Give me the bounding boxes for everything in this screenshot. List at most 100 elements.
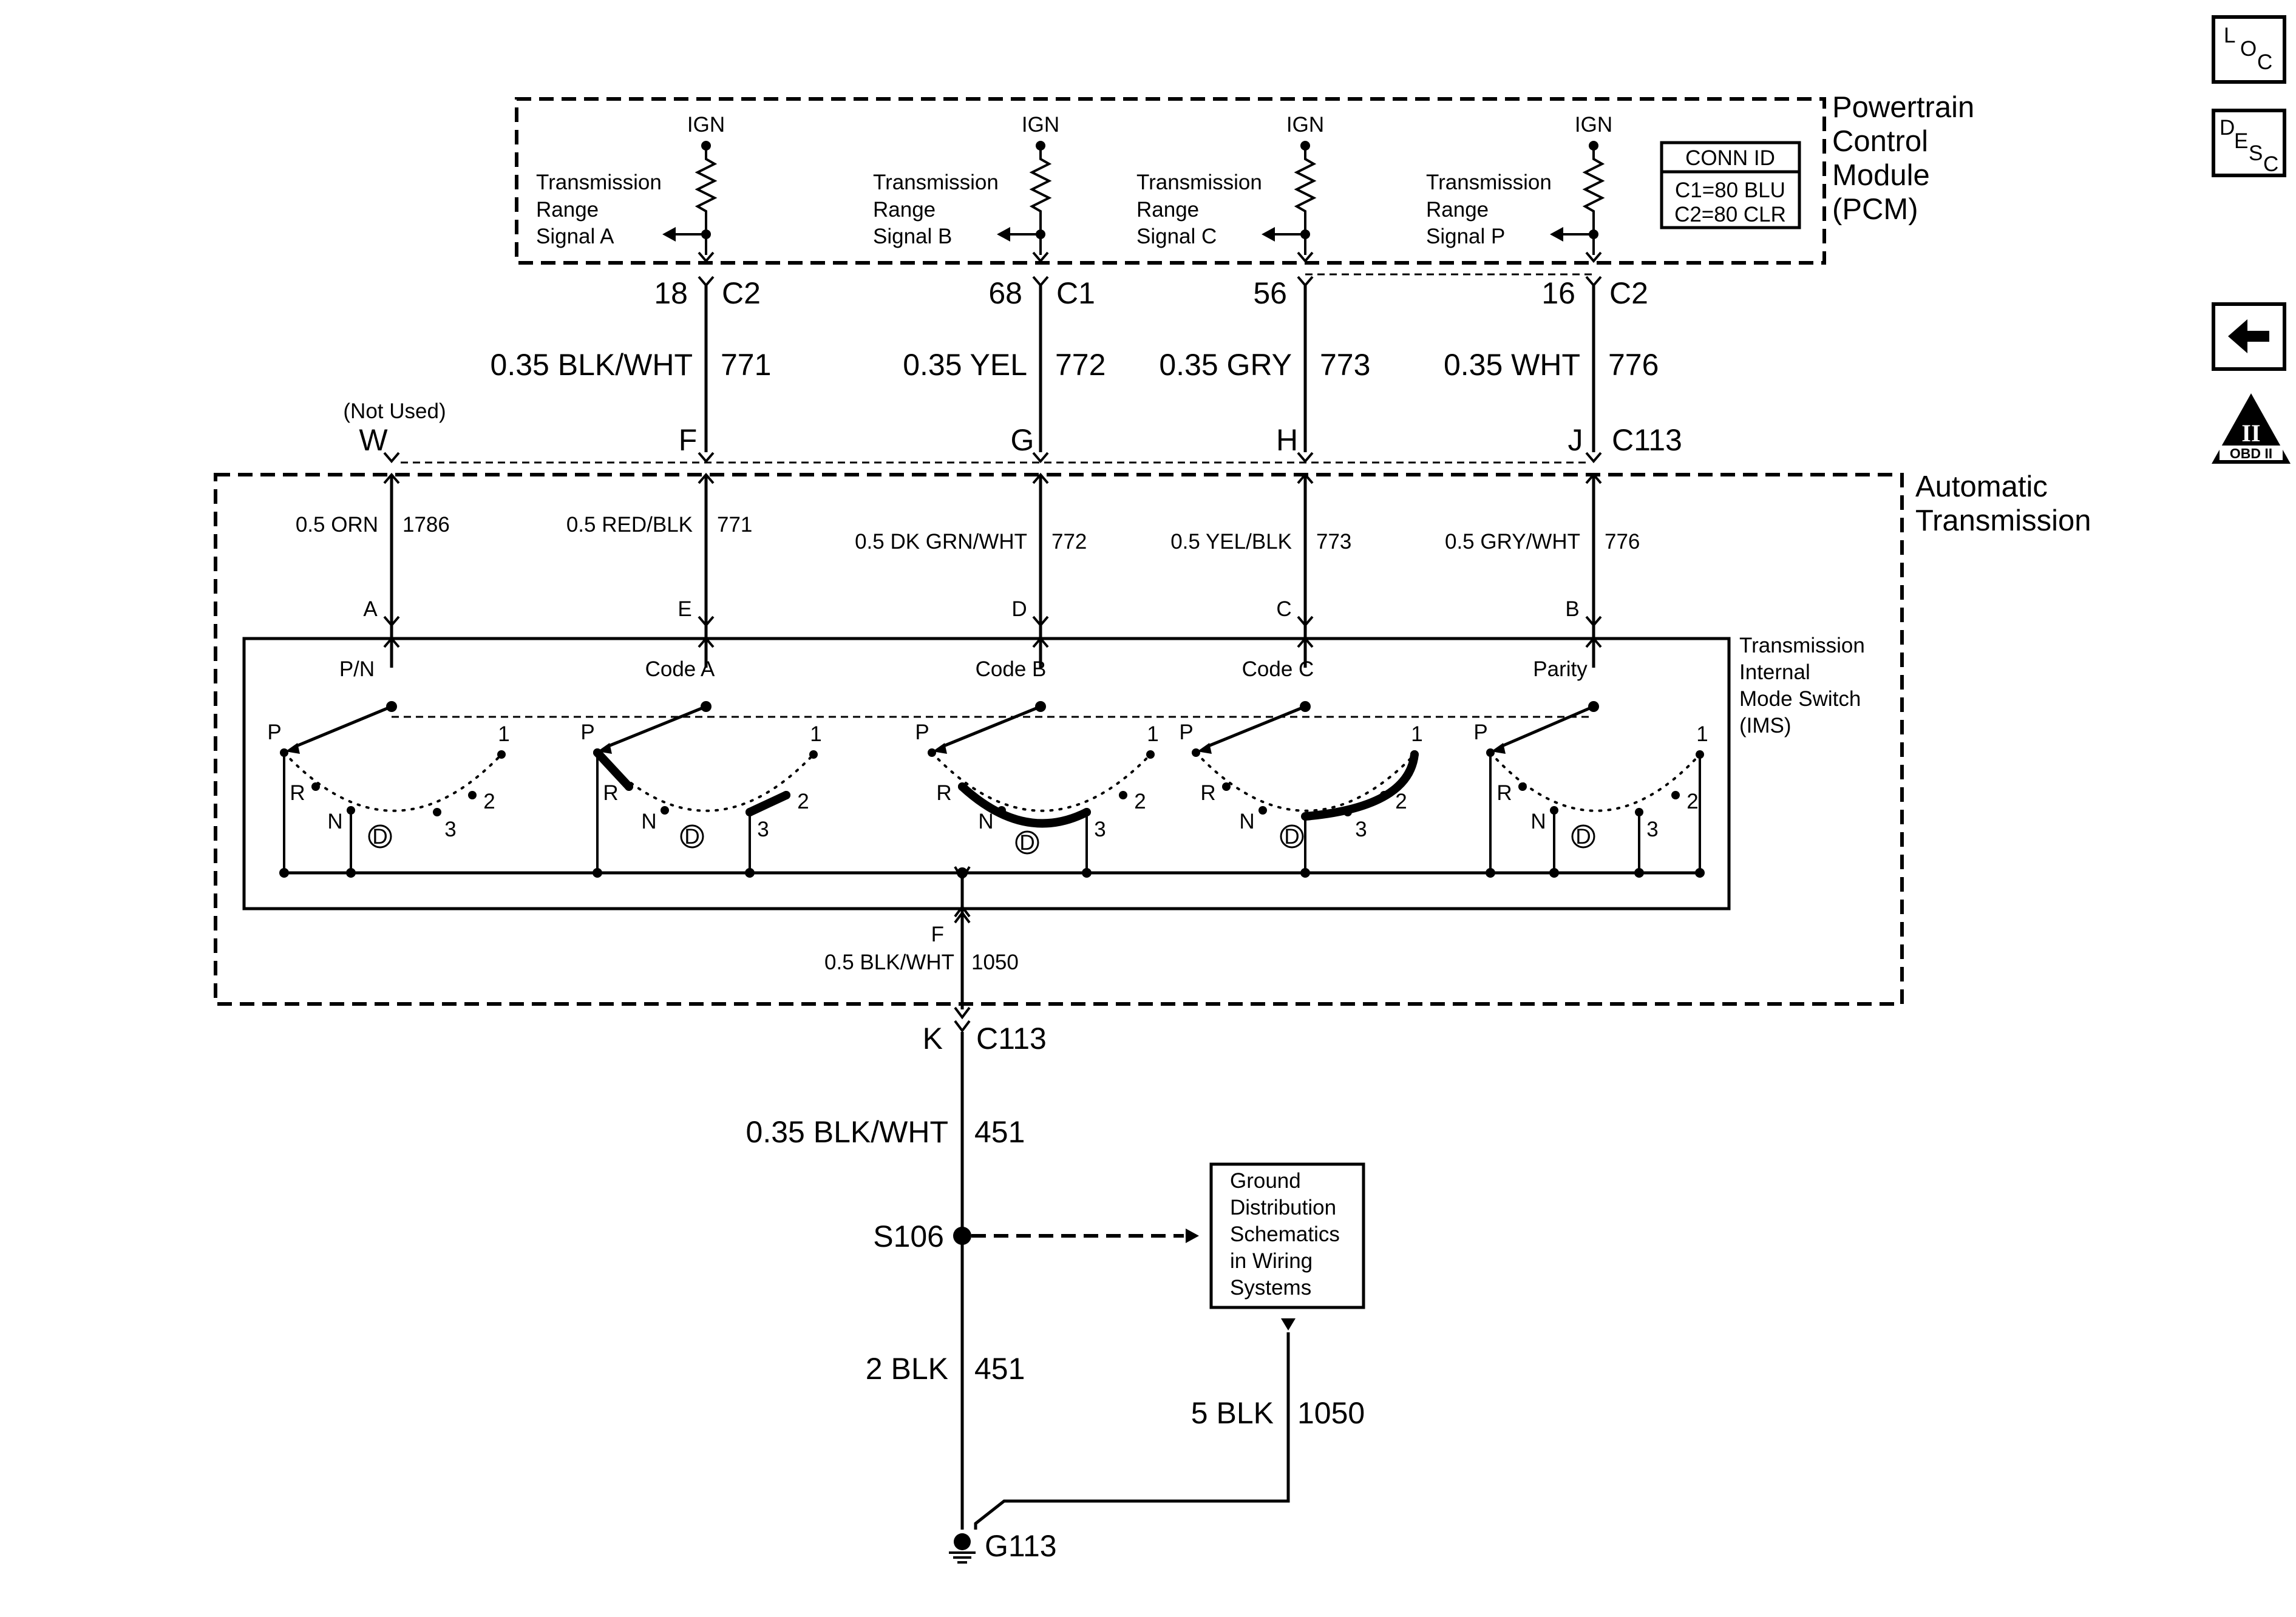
switch-2-contact-two: [1119, 791, 1127, 799]
signal-label-3-3: Signal P: [1426, 225, 1505, 248]
ref-box-line-4: in Wiring: [1230, 1249, 1313, 1273]
trans-wire-circuit-0: 1786: [402, 513, 450, 537]
desc-c: C: [2263, 152, 2278, 176]
pcm-pin-number-1: 68: [988, 276, 1022, 310]
obd-ii-label: OBD II: [2230, 446, 2272, 461]
c113-top-chevron-4: [1585, 452, 1602, 464]
trans-wire-circuit-4: 776: [1605, 530, 1640, 554]
switch-2-contact-bar: [958, 782, 1091, 828]
switch-arc-4: [1489, 751, 1701, 812]
switch-arm-3: [1206, 705, 1306, 748]
ims-ground-pin: F: [931, 923, 944, 946]
switch-0-label-p: P: [267, 720, 281, 744]
ims-ground-circuit: 1050: [971, 951, 1019, 974]
ims-title-3: Mode Switch: [1739, 687, 1861, 711]
switch-0-label-1: 1: [498, 722, 509, 746]
ground-g113-label: G113: [985, 1529, 1057, 1563]
switch-0-drive-circle: [368, 824, 392, 849]
switch-3-contact-r: [1222, 782, 1231, 791]
ign-label-1: IGN: [1022, 113, 1059, 137]
switch-name-2: Code B: [976, 657, 1047, 681]
switch-3-label-d: D: [1284, 825, 1299, 849]
switch-arm-4: [1500, 705, 1594, 748]
pcm-wire-circuit-3: 776: [1608, 348, 1659, 382]
switch-3-bus-node-0: [1300, 868, 1310, 878]
switch-4-label-d: D: [1575, 825, 1591, 849]
desc-d: D: [2220, 116, 2235, 140]
pcm-wire-color-1: 0.35 YEL: [903, 348, 1027, 382]
signal-label-2-3: Signal C: [1136, 225, 1217, 248]
desc-e: E: [2234, 129, 2248, 153]
switch-0-bus-node-0: [279, 868, 289, 878]
pcm-input-chevron-1: [1032, 251, 1049, 263]
not-used-label: (Not Used): [343, 399, 446, 423]
ground-path: K C113 0.35 BLK/WHT 451 S106 2 BLK 451 5…: [746, 1022, 1365, 1564]
ims-pin-0: A: [363, 597, 378, 621]
ground-distribution-ref[interactable]: Ground Distribution Schematics in Wiring…: [1209, 1162, 1365, 1309]
switch-0-label-n: N: [327, 810, 342, 833]
switch-1-contact-bar-b: [746, 791, 790, 816]
switch-4-drive-circle: [1571, 824, 1595, 849]
transmission-boundary: [214, 473, 1904, 1006]
c113-bottom-pin: K: [923, 1022, 943, 1056]
switch-2-label-d: D: [1019, 831, 1034, 855]
splice-s106-label: S106: [873, 1219, 944, 1253]
pcm-wire-circuit-1: 772: [1055, 348, 1106, 382]
switch-3-drive-circle: [1280, 824, 1304, 849]
signal-label-2-2: Range: [1136, 198, 1199, 222]
switch-4-label-n: N: [1530, 810, 1546, 833]
pcm-boundary: [515, 97, 1826, 265]
back-button[interactable]: [2212, 302, 2286, 371]
ref-arrow-left: [1186, 1229, 1199, 1243]
loc-button[interactable]: L O C: [2212, 15, 2286, 84]
obd-ii-numeral: II: [2241, 419, 2260, 447]
ref-box-line-2: Distribution: [1230, 1196, 1336, 1219]
switch-name-3: Code C: [1242, 657, 1314, 681]
wire-451-upper-circuit: 451: [974, 1115, 1025, 1149]
switch-arm-head-3: [1197, 743, 1212, 754]
switch-1-drive-circle: [680, 824, 704, 849]
pcm-wire-circuit-2: 773: [1320, 348, 1370, 382]
ims-title-4: (IMS): [1739, 714, 1792, 737]
switch-3-contact-p: [1192, 748, 1200, 757]
switch-4-bus-node-1: [1549, 868, 1559, 878]
ims-pin-chevron-0: [383, 615, 400, 628]
switch-3-label-2: 2: [1395, 790, 1407, 813]
switch-3-label-1: 1: [1411, 722, 1422, 746]
switch-3-label-p: P: [1179, 720, 1193, 744]
switch-4-label-3: 3: [1646, 818, 1658, 841]
c113-top-chevron-3: [1297, 452, 1314, 464]
c113-top-pin-2: G: [1011, 423, 1034, 457]
pcm-pin-number-3: 16: [1541, 276, 1575, 310]
trans-wire-color-2: 0.5 DK GRN/WHT: [855, 530, 1027, 554]
signal-label-3-1: Transmission: [1426, 171, 1552, 194]
ref-arrow-down: [1281, 1318, 1296, 1331]
ims-pin-2: D: [1011, 597, 1027, 621]
switch-4-label-1: 1: [1696, 722, 1708, 746]
switch-arm-1: [606, 705, 707, 748]
obd-ii-button[interactable]: II OBD II: [2212, 393, 2291, 464]
pcm-pin-number-2: 56: [1253, 276, 1287, 310]
switch-3-contact-n: [1258, 806, 1267, 815]
wire-1050-ground: [974, 1332, 1290, 1530]
desc-button[interactable]: D E S C: [2212, 109, 2286, 177]
switch-arm-head-4: [1491, 743, 1506, 754]
switch-1-bus-node-0: [593, 868, 602, 878]
switch-2-label-3: 3: [1094, 818, 1106, 841]
conn-id-title: CONN ID: [1685, 146, 1775, 170]
signal-arrow-0: [662, 227, 676, 242]
wire-1050-circuit: 1050: [1297, 1396, 1365, 1430]
switch-arm-head-2: [932, 743, 947, 754]
pcm-input-chevron-2: [1297, 251, 1314, 263]
switch-2-label-2: 2: [1134, 790, 1146, 813]
switch-2-drive-circle: [1015, 830, 1039, 855]
switch-0-label-d: D: [372, 825, 387, 849]
switch-2-label-1: 1: [1147, 722, 1158, 746]
switch-0-bus-node-1: [346, 868, 356, 878]
switch-4-label-p: P: [1473, 720, 1487, 744]
pcm-pin-number-0: 18: [654, 276, 688, 310]
c113-top-chevron-1: [698, 452, 715, 464]
signal-arrow-1: [997, 227, 1010, 242]
